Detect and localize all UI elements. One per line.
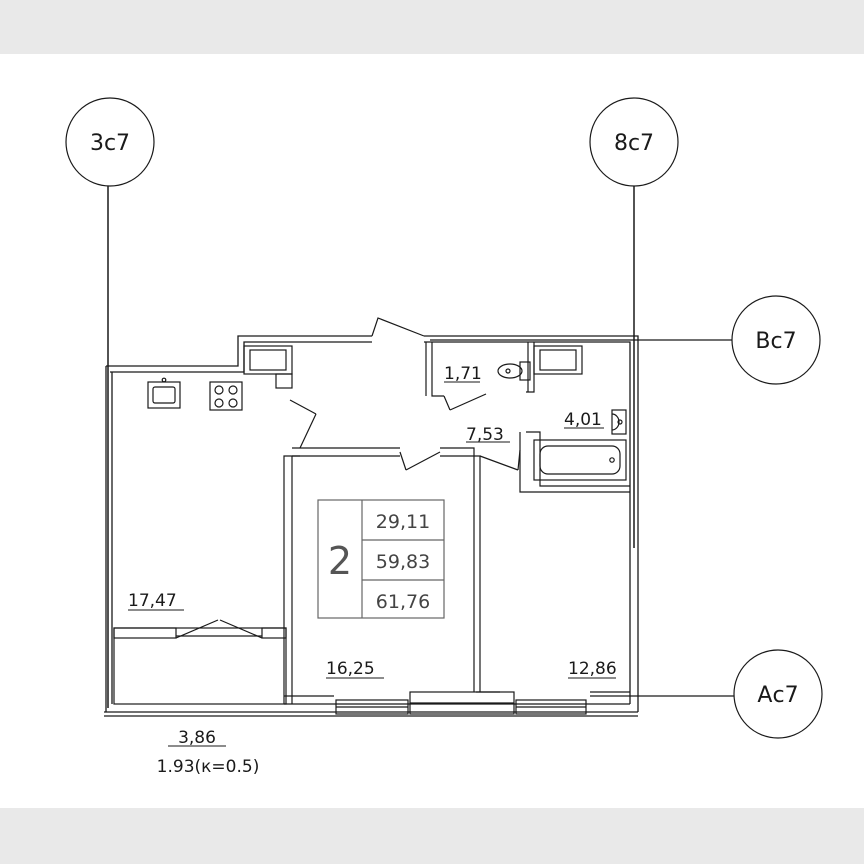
axis-bubble-ac7 <box>733 649 823 739</box>
rooms-count: 2 <box>328 539 352 583</box>
room-1-area: 16,25 <box>326 659 375 679</box>
living-area: 29,11 <box>376 511 430 533</box>
outer-walls <box>104 335 639 717</box>
summary-table <box>317 499 445 619</box>
axis-label-ac7: Ас7 <box>757 683 798 708</box>
bathtub-icon <box>533 439 627 481</box>
bathroom-area: 4,01 <box>564 410 602 430</box>
hall-area: 7,53 <box>466 425 504 445</box>
floor-plan-sheet: 3с7 8с7 Вс7 Ас7 17,47 7,53 1,71 4,01 16,… <box>0 54 864 808</box>
total-area: 59,83 <box>376 551 430 573</box>
kitchen-area: 17,47 <box>128 591 177 611</box>
axis-bubble-bc7 <box>731 295 821 385</box>
axis-bubble-3c7 <box>65 97 155 187</box>
interior-walls <box>283 342 630 704</box>
doors <box>289 317 521 471</box>
stove-icon <box>209 381 243 411</box>
toilet-area: 1,71 <box>444 364 482 384</box>
total-with-balcony: 61,76 <box>376 591 430 613</box>
label-underlines <box>128 381 616 747</box>
vent-shafts <box>243 345 583 389</box>
floor-plan-drawing: 3с7 8с7 Вс7 Ас7 17,47 7,53 1,71 4,01 16,… <box>65 97 823 777</box>
room-2-area: 12,86 <box>568 659 617 679</box>
balcony-reduced-area: 1.93(к=0.5) <box>157 757 260 777</box>
axis-label-8c7: 8с7 <box>614 131 654 156</box>
balcony-area: 3,86 <box>178 728 216 748</box>
axis-label-3c7: 3с7 <box>90 131 130 156</box>
axis-bubble-8c7 <box>589 97 679 187</box>
balcony <box>113 619 287 705</box>
sink-icon <box>147 377 181 409</box>
axis-label-bc7: Вс7 <box>755 329 796 354</box>
toilet-icon <box>497 361 531 381</box>
bathroom-sink-icon <box>611 409 627 435</box>
windows <box>335 691 587 715</box>
